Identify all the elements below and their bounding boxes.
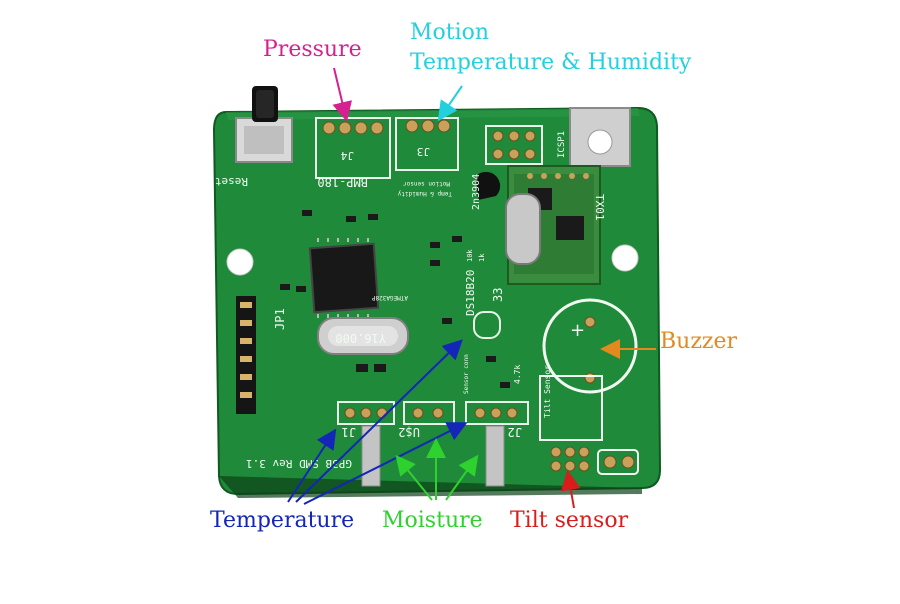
power-pins — [597, 449, 639, 475]
header-us2 — [403, 401, 455, 425]
header-j3 — [395, 117, 459, 171]
silk-reset: Reset — [215, 175, 248, 188]
ds18b20-footprint — [473, 311, 501, 339]
reset-button-component — [235, 86, 293, 163]
arrow-temperature-2 — [295, 339, 463, 503]
arrow-pressure — [332, 67, 352, 122]
silk-4k7: 4.7k — [513, 365, 522, 384]
silk-jp1: JP1 — [273, 308, 287, 330]
moisture-pads — [361, 425, 505, 487]
silk-radio: TX01 — [593, 194, 606, 221]
rf-crystal — [505, 193, 541, 265]
silk-tilt: Tilt Sensor — [543, 365, 552, 418]
buzzer-footprint: + — [542, 298, 638, 394]
mcu-chip — [308, 238, 380, 318]
silk-10k: 10k — [466, 249, 474, 262]
label-motion: Motion — [410, 20, 490, 45]
silk-j1: J1 — [342, 425, 356, 439]
silk-transistor: 2n3904 — [471, 174, 482, 210]
silk-motion-sensor: Motion sensor — [403, 180, 450, 187]
arrow-motion — [437, 85, 463, 122]
header-jp1 — [236, 296, 256, 414]
arrow-temperature-3 — [303, 422, 468, 505]
silk-icsp: ICSP1 — [557, 131, 567, 158]
mounting-holes — [226, 244, 639, 276]
tilt-footprint — [539, 375, 603, 472]
silk-j2: J2 — [508, 425, 522, 439]
silk-r33: 33 — [491, 288, 505, 302]
silk-temp-hum: Temp & Humidity — [397, 190, 452, 197]
silk-bmp: BMP-180 — [317, 175, 368, 189]
silkscreen-text: Reset BMP-180 J4 J3 Motion sensor Temp &… — [215, 131, 606, 470]
transistor-2n3904 — [476, 171, 501, 200]
silk-1k: 1k — [478, 253, 486, 262]
arrow-temperature-1 — [287, 428, 337, 503]
silk-ds: DS18B20 — [464, 270, 477, 316]
header-j2 — [465, 401, 529, 425]
silk-j4: J4 — [340, 149, 354, 162]
icsp-header — [485, 125, 543, 165]
header-j4 — [315, 117, 391, 179]
silk-j3: J3 — [417, 145, 430, 158]
mcu-crystal — [317, 317, 409, 355]
arrow-tilt — [560, 470, 581, 509]
label-pressure: Pressure — [263, 37, 362, 62]
annotation-arrows — [287, 67, 656, 509]
label-moisture: Moisture — [382, 508, 483, 533]
label-temp-humidity: Temperature & Humidity — [410, 50, 692, 75]
silk-chip: ATMEGA328P — [371, 294, 408, 301]
arrow-moisture-1 — [395, 454, 433, 501]
silk-crystal: Y16.000 — [335, 331, 386, 345]
label-temperature: Temperature — [210, 508, 355, 533]
header-j1 — [337, 401, 395, 425]
silk-us2: U$2 — [398, 425, 420, 439]
label-buzzer: Buzzer — [660, 329, 738, 354]
svg-text:+: + — [570, 320, 585, 341]
label-tilt-sensor: Tilt sensor — [510, 508, 629, 533]
arrow-moisture-3 — [445, 454, 479, 501]
silk-board-rev: GP3B SMD Rev 3.1 — [246, 457, 352, 470]
silk-sensor-conn: Sensor conn — [463, 354, 470, 394]
regulator-tab — [569, 107, 631, 167]
